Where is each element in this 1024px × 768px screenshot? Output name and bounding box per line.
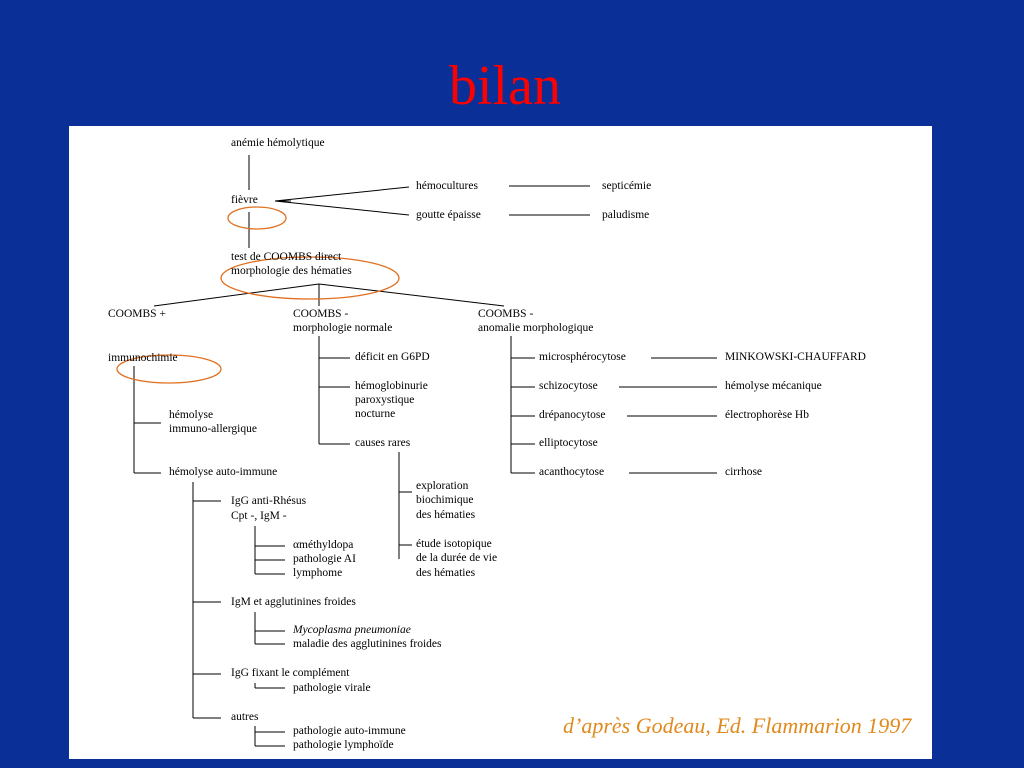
slide-title: bilan [449,55,561,117]
node-hemolyse-immuno-2: immuno-allergique [169,423,257,435]
node-anemie: anémie hémolytique [231,137,325,149]
node-cirrhose: cirrhose [725,466,763,478]
node-etude-isotopique: étude isotopique [416,538,492,550]
node-igm: IgM et agglutinines froides [231,596,356,608]
node-coombs-pos: COOMBS + [108,308,166,320]
node-septicemie: septicémie [602,180,652,192]
node-hemolyse-immuno-1: hémolyse [169,409,214,421]
node-lymphome: lymphome [293,567,343,579]
diagram-connectors [116,155,717,747]
node-exploration: exploration [416,480,469,492]
node-coombs-neg-normal: COOMBS - [293,308,349,320]
node-immunochimie: immunochimie [108,352,178,364]
node-test-coombs: test de COOMBS direct [231,251,342,263]
node-hemocultures: hémocultures [416,180,478,192]
node-paludisme: paludisme [602,209,650,221]
node-schizocytose: schizocytose [539,380,598,392]
node-hemoglobinurie: hémoglobinurie [355,380,428,392]
node-igg-fixant: IgG fixant le complément [231,667,350,679]
highlight-ellipse-fever [227,206,287,230]
highlight-ellipse-coombs [220,256,400,300]
node-morphologie-normale: morphologie normale [293,322,393,334]
node-fievre: fièvre [231,194,258,206]
node-igg-rhesus: IgG anti-Rhésus [231,495,307,507]
node-causes-rares: causes rares [355,437,411,449]
node-drepanocytose: drépanocytose [539,409,606,421]
node-acanthocytose: acanthocytose [539,466,605,478]
node-elliptocytose: elliptocytose [539,437,598,449]
node-hematies-2: des hématies [416,567,476,579]
node-minkowski: MINKOWSKI-CHAUFFARD [725,351,866,363]
source-credit: d’après Godeau, Ed. Flammarion 1997 [563,713,912,738]
node-patho-virale: pathologie virale [293,682,371,694]
node-coombs-neg-anomalie: COOMBS - [478,308,534,320]
node-mycoplasma: Mycoplasma pneumoniae [293,624,411,636]
node-morphologie: morphologie des hématies [231,265,352,277]
node-goutte: goutte épaisse [416,209,481,221]
diagram-panel: anémie hémolytique fièvre hémocultures s… [69,126,932,759]
node-anomalie-morpho: anomalie morphologique [478,322,594,334]
node-autres: autres [231,711,259,723]
node-biochimique: biochimique [416,494,474,506]
node-cpt-igm: Cpt -, IgM - [231,510,287,522]
node-duree-vie: de la durée de vie [416,552,498,564]
node-electrophorese: électrophorèse Hb [725,409,809,421]
node-methyldopa: αméthyldopa [293,539,354,551]
node-maladie-agglutinines: maladie des agglutinines froides [293,638,442,650]
node-nocturne: nocturne [355,408,396,420]
node-patho-lympho: pathologie lymphoïde [293,739,394,751]
node-patho-ai: pathologie AI [293,553,356,565]
node-hemolyse-mecanique: hémolyse mécanique [725,380,822,392]
node-patho-auto: pathologie auto-immune [293,725,406,737]
highlight-ellipse-immunochimie [116,354,222,384]
node-hemolyse-auto: hémolyse auto-immune [169,466,278,478]
node-paroxystique: paroxystique [355,394,415,406]
node-microspherocytose: microsphérocytose [539,351,626,363]
node-hematies-1: des hématies [416,509,476,521]
node-deficit-g6pd: déficit en G6PD [355,351,430,363]
